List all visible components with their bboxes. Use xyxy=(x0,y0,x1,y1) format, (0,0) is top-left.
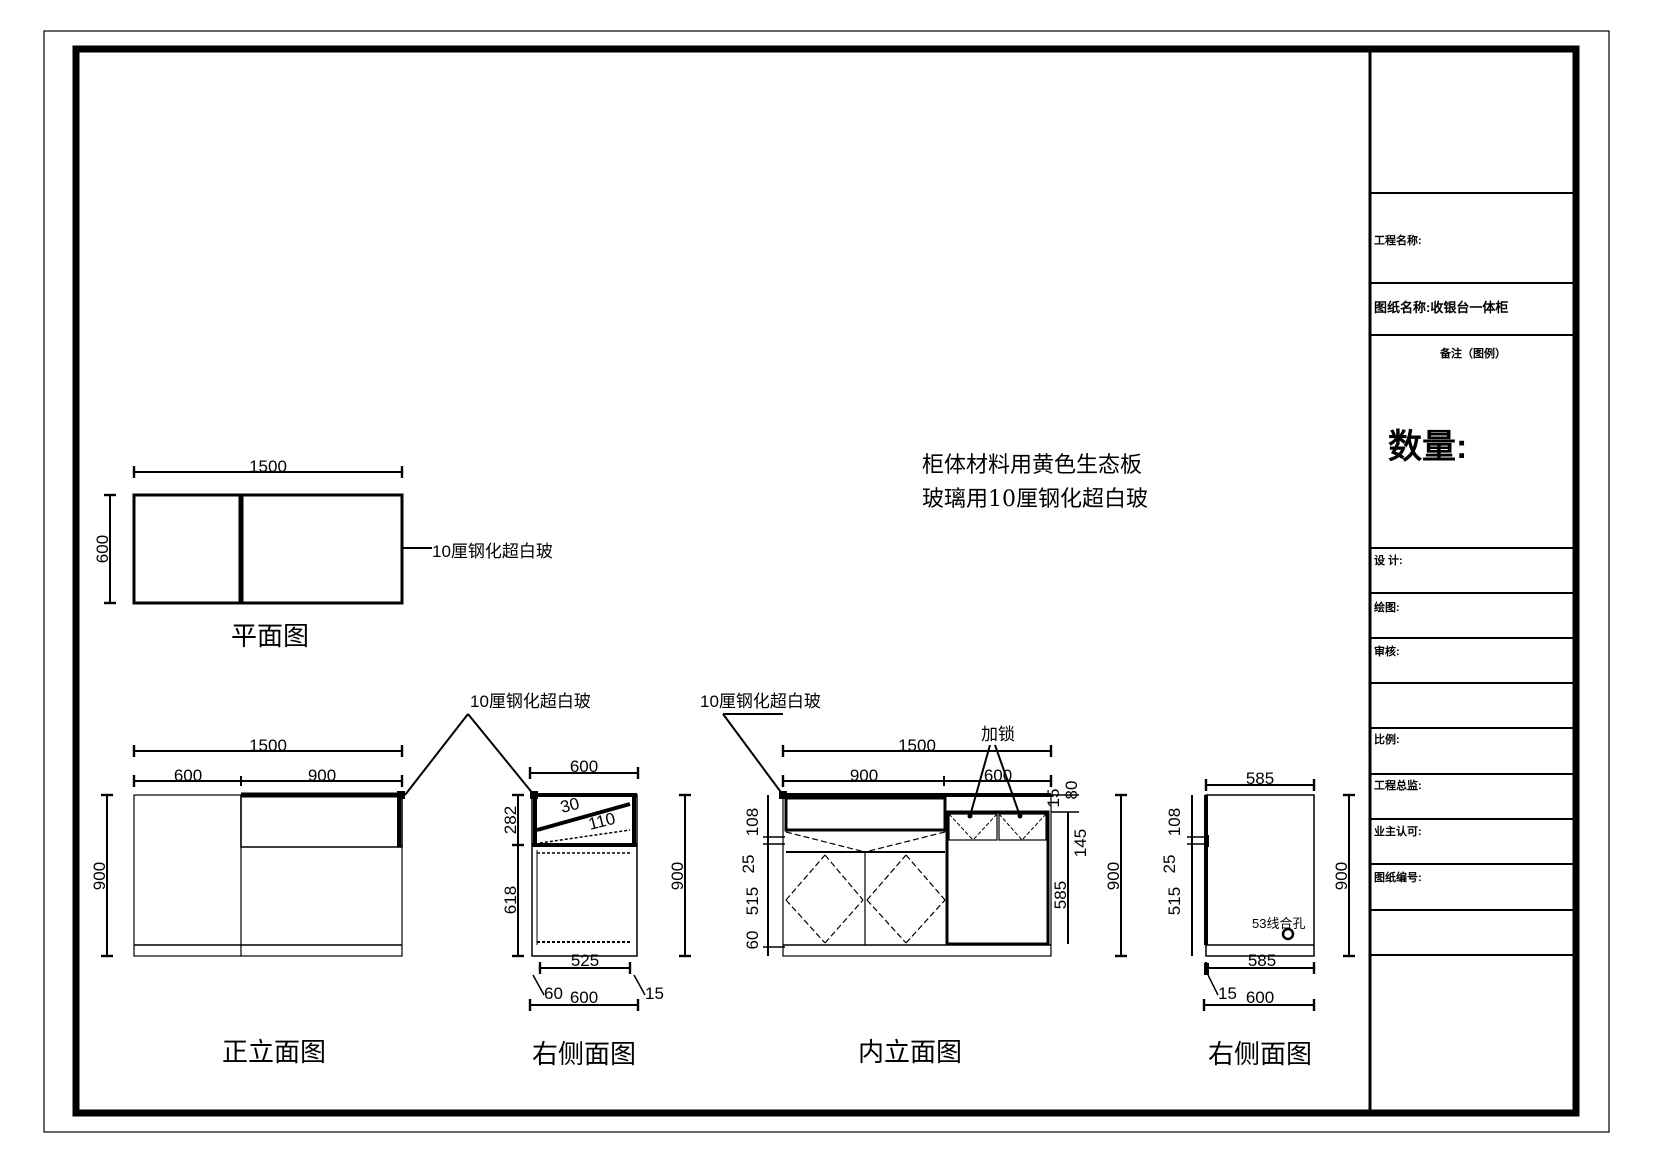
plan-view: 1500 600 10厘钢化超白玻 平面图 xyxy=(93,457,553,652)
inner-25-dim: 25 xyxy=(739,855,758,874)
inner-515-dim: 515 xyxy=(743,887,762,915)
side1-lower-dim: 618 xyxy=(501,886,520,914)
inner-108-dim: 108 xyxy=(743,808,762,836)
side1-top-width-dim: 600 xyxy=(570,757,598,776)
side2-25-dim: 25 xyxy=(1160,855,1179,874)
note-line-2: 玻璃用10厘钢化超白玻 xyxy=(922,487,1148,512)
side1-right-offset-dim: 15 xyxy=(645,984,664,1003)
side1-inner-a-dim: 30 xyxy=(558,794,581,817)
inner-right-dim: 600 xyxy=(984,766,1012,785)
side2-inner-width-dim: 585 xyxy=(1248,951,1276,970)
front-right-dim: 900 xyxy=(308,766,336,785)
inner-elevation: 10厘钢化超白玻 加锁 1500 900 600 108 25 515 60 xyxy=(700,692,1127,1068)
scale-label: 比例: xyxy=(1374,732,1400,746)
review-label: 审核: xyxy=(1374,644,1400,658)
inner-title: 内立面图 xyxy=(858,1038,962,1068)
drafting-label: 绘图: xyxy=(1374,600,1400,614)
side2-height-dim: 900 xyxy=(1332,862,1351,890)
front-total-dim: 1500 xyxy=(249,736,287,755)
side2-bottom-width-dim: 600 xyxy=(1246,988,1274,1007)
drawing-name-label: 图纸名称:收银台一体柜 xyxy=(1374,300,1508,315)
inner-80-dim: 80 xyxy=(1062,781,1081,800)
inner-15-dim: 15 xyxy=(1044,789,1063,808)
inner-585-dim: 585 xyxy=(1051,881,1070,909)
front-height-dim: 900 xyxy=(90,862,109,890)
inner-height-dim: 900 xyxy=(1104,862,1123,890)
supervisor-label: 工程总监: xyxy=(1374,778,1422,792)
outer-frame xyxy=(43,30,1610,1133)
side2-offset-dim: 15 xyxy=(1218,984,1237,1003)
inner-glass-label: 10厘钢化超白玻 xyxy=(700,692,821,711)
side1-height-dim: 900 xyxy=(668,862,687,890)
inner-145-dim: 145 xyxy=(1071,829,1090,857)
side1-inner-b-dim: 110 xyxy=(586,809,617,834)
note-line-1: 柜体材料用黄色生态板 xyxy=(922,453,1142,478)
side1-title: 右侧面图 xyxy=(532,1040,636,1070)
side2-515-dim: 515 xyxy=(1165,887,1184,915)
side-section-1: 600 282 618 900 30 110 525 600 60 15 右侧面… xyxy=(501,757,691,1070)
front-title: 正立面图 xyxy=(222,1038,326,1068)
plan-glass-label: 10厘钢化超白玻 xyxy=(432,542,553,561)
front-left-dim: 600 xyxy=(174,766,202,785)
lock-label: 加锁 xyxy=(981,725,1015,745)
glass-leader-1: 10厘钢化超白玻 xyxy=(404,692,591,796)
side1-inner-width-dim: 525 xyxy=(571,951,599,970)
side2-hole-label: 53线合孔 xyxy=(1252,916,1305,931)
plan-depth-dim: 600 xyxy=(93,535,112,563)
owner-approval-label: 业主认可: xyxy=(1374,824,1422,838)
front-elevation: 1500 600 900 900 正立面图 xyxy=(90,736,405,1068)
remark-label: 备注（图例） xyxy=(1439,346,1506,360)
side-section-2: 585 108 25 515 900 53线合孔 585 600 15 右侧面图 xyxy=(1160,769,1355,1070)
side1-left-offset-dim: 60 xyxy=(544,984,563,1003)
plan-title: 平面图 xyxy=(231,622,309,652)
inner-60-dim: 60 xyxy=(743,931,762,950)
title-block: 工程名称: 图纸名称:收银台一体柜 备注（图例） 数量: 设 计: 绘图: 审核… xyxy=(1368,49,1576,1113)
inner-frame xyxy=(72,45,1580,1117)
project-name-label: 工程名称: xyxy=(1374,233,1422,247)
inner-total-dim: 1500 xyxy=(898,736,936,755)
quantity-label: 数量: xyxy=(1388,428,1467,466)
side2-top-width-dim: 585 xyxy=(1246,769,1274,788)
side1-upper-dim: 282 xyxy=(501,806,520,834)
side1-bottom-width-dim: 600 xyxy=(570,988,598,1007)
inner-left-dim: 900 xyxy=(850,766,878,785)
front-glass-label: 10厘钢化超白玻 xyxy=(470,692,591,711)
plan-width-dim: 1500 xyxy=(249,457,287,476)
side2-title: 右侧面图 xyxy=(1208,1040,1312,1070)
drawing-number-label: 图纸编号: xyxy=(1374,870,1422,884)
side2-108-dim: 108 xyxy=(1165,808,1184,836)
design-label: 设 计: xyxy=(1374,553,1403,567)
